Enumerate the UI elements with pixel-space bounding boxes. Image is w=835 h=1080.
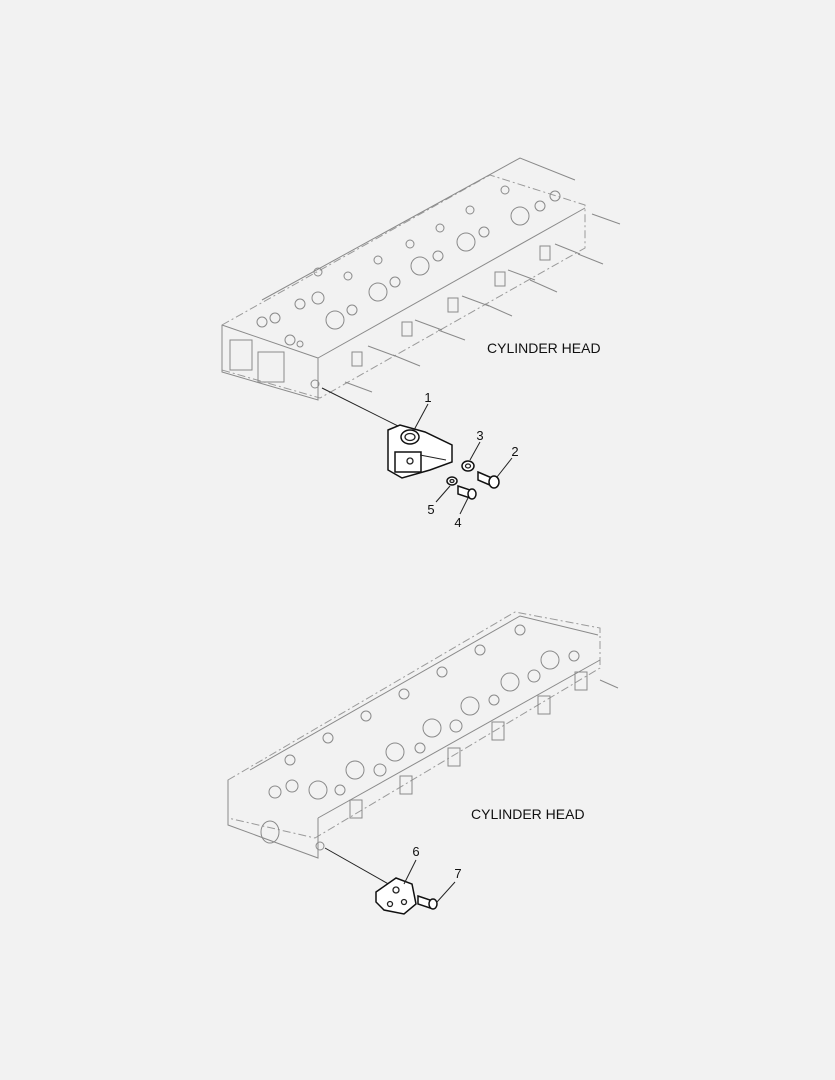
bolt-part-7 xyxy=(417,894,438,910)
cylinder-head-label-bottom: CYLINDER HEAD xyxy=(471,806,585,822)
bolt-part-4 xyxy=(457,484,477,500)
plate-part-6 xyxy=(375,877,417,915)
callout-4: 4 xyxy=(454,515,462,530)
bolt-part-2 xyxy=(477,470,500,489)
callout-3: 3 xyxy=(476,428,484,443)
callout-5: 5 xyxy=(427,502,435,517)
callout-6: 6 xyxy=(412,844,420,859)
cylinder-head-label-top: CYLINDER HEAD xyxy=(487,340,601,356)
cylinder-head-top xyxy=(221,157,621,401)
callout-leaders-top xyxy=(413,403,513,515)
assembly-guide-line-bottom xyxy=(324,847,393,887)
callout-2: 2 xyxy=(511,444,519,459)
callout-7: 7 xyxy=(454,866,462,881)
washer-part-5 xyxy=(446,476,458,486)
cylinder-head-bottom xyxy=(227,611,619,859)
callout-leaders-bottom xyxy=(403,859,456,903)
callout-1: 1 xyxy=(424,390,432,405)
bracket-part-1 xyxy=(387,424,453,479)
washer-part-3 xyxy=(461,460,475,472)
assembly-guide-line-top xyxy=(321,387,411,433)
